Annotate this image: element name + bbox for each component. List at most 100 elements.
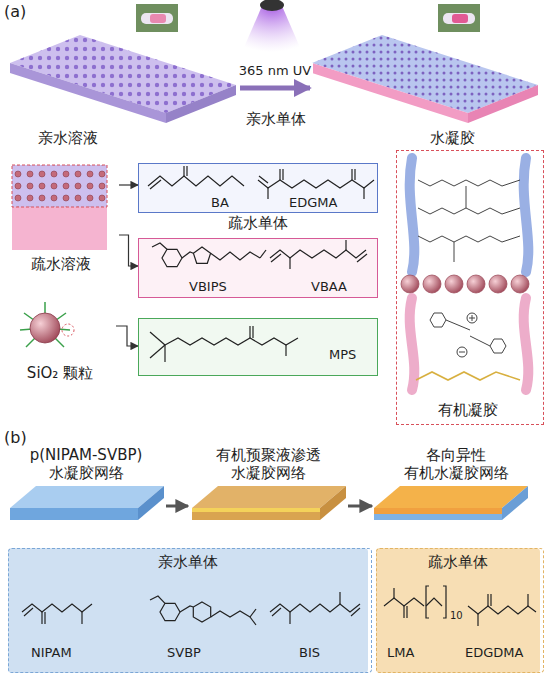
node-label: 亲水单体: [9, 553, 366, 571]
organogel-network: [410, 298, 415, 390]
chemical-structure: [403, 606, 404, 618]
chemical-structure: [270, 250, 366, 258]
node-label: 有机预聚液渗透 水凝胶网络: [203, 446, 333, 482]
vial-photo: [136, 4, 178, 32]
connector-arrow: [348, 505, 372, 508]
node-label: LMA: [387, 645, 414, 661]
vial-photo: [150, 14, 166, 23]
chemical-structure: [354, 169, 355, 180]
sio2-particle-symbol: [20, 302, 74, 347]
sio2-particle-symbol: [30, 313, 60, 343]
chemical-structure: [468, 594, 536, 626]
uv-lamp: [242, 6, 302, 52]
connector-arrow: [119, 235, 138, 266]
chemical-structure: [443, 586, 446, 618]
organohydrogel-plate: [374, 508, 502, 514]
organogel-network: [524, 298, 529, 390]
chemical-structure: [249, 326, 250, 338]
chemical-structure: [148, 176, 244, 186]
hydrogel-plate: [10, 486, 164, 520]
bilayer-block: [12, 165, 107, 207]
chemical-structure: [148, 166, 244, 189]
free-label: 疏水单体: [138, 214, 378, 232]
organogel-network: [467, 313, 477, 323]
hydrogel-slab: 水凝胶: [310, 25, 542, 150]
chemical-structure: [150, 326, 298, 362]
node-label: 有机凝胶: [397, 401, 538, 419]
chemical-structure: [351, 169, 352, 180]
organogel-network: [430, 313, 446, 327]
chemical-structure: [487, 594, 488, 606]
organogel-network: [410, 158, 415, 272]
chemical-structure: [41, 612, 42, 624]
chemical-structure: [150, 596, 256, 625]
organogel-network: [418, 236, 520, 242]
organohydrogel-plate: [374, 514, 502, 520]
chemical-structure: [152, 243, 266, 267]
organogel-network: [459, 352, 465, 353]
organogel-network: [524, 158, 529, 272]
hydrogel-plate: [10, 508, 138, 520]
chemical-structure: [477, 614, 478, 626]
infiltrated-plate: [192, 486, 346, 520]
chemical-structure: [272, 608, 281, 616]
uv-lamp: [242, 0, 302, 52]
organogel-network: [423, 275, 441, 293]
bilayer-block: [12, 165, 107, 207]
vial-photo: [136, 4, 178, 32]
chemical-structure: [270, 240, 367, 269]
chemical-structure: [252, 326, 253, 338]
chemical-structure: [258, 180, 374, 188]
node-label: EDGDMA: [465, 645, 523, 661]
organogel-network: [511, 275, 529, 293]
monomer-box: MPS: [138, 318, 378, 376]
plate-node: p(NIPAM-SVBP) 水凝胶网络: [6, 446, 166, 538]
plate-node: 各向异性 有机水凝胶网络: [372, 446, 540, 538]
free-label: 10: [450, 610, 463, 622]
chemical-structure: [282, 169, 283, 180]
infiltrated-plate: [320, 486, 346, 520]
node-label: p(NIPAM-SVBP) 水凝胶网络: [11, 446, 161, 482]
node-label: VBAA: [311, 279, 347, 295]
bilayer-block: [12, 165, 107, 207]
connector-arrow: [119, 184, 138, 185]
chemical-structure: [384, 598, 424, 606]
chemical-structure: [182, 252, 193, 258]
monomer-panel: 亲水单体NIPAMSVBPBIS: [8, 548, 372, 673]
node-label: BA: [211, 195, 229, 211]
organogel-network: [401, 158, 529, 390]
organogel-network: [457, 347, 467, 357]
hydrogel-plate: [138, 486, 164, 520]
organohydrogel-plate: [374, 486, 528, 508]
connector-arrow: [116, 326, 138, 346]
node-label: SVBP: [167, 645, 201, 661]
chemical-structure: [150, 332, 165, 345]
organohydrogel-plate: [374, 486, 528, 520]
chemical-structure: [339, 592, 340, 604]
chemical-structure: [393, 588, 394, 598]
chemical-structure: [527, 594, 528, 606]
solution-slab: [10, 63, 166, 123]
node-label: 亲水溶液: [38, 129, 98, 147]
connector-arrow: [240, 86, 310, 91]
box-fill: [138, 238, 378, 298]
vial-photo: [141, 13, 173, 24]
chemical-structure: [250, 609, 256, 617]
plate-node: 有机预聚液渗透 水凝胶网络: [188, 446, 348, 538]
organogel-network: [401, 275, 419, 293]
chemical-structure: [193, 247, 210, 263]
box-fill: [138, 163, 378, 213]
chemical-structure: [426, 598, 442, 606]
chemical-structure: [259, 176, 268, 183]
chemical-structure: [211, 611, 250, 617]
chemical-structure: [345, 240, 346, 250]
chemical-structure: [351, 608, 360, 616]
chemical-structure: [152, 243, 167, 249]
node-label: 疏水单体: [377, 553, 538, 571]
infiltrated-plate: [192, 512, 320, 520]
solution-slab: 亲水溶液: [8, 25, 240, 150]
edge-label: 365 nm UV: [237, 63, 313, 79]
chemical-structure: [180, 606, 193, 612]
solution-slab: [10, 35, 236, 123]
